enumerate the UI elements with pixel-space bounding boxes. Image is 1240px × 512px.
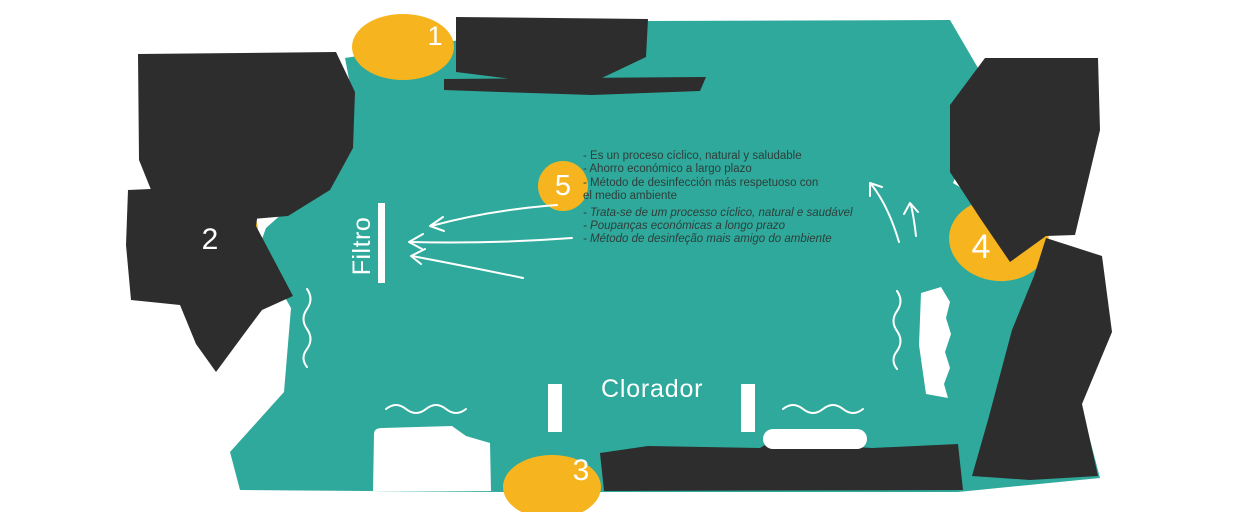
benefit-line-es-2: - Ahorro económico a largo plazo <box>583 163 752 176</box>
step-badge-1 <box>352 14 454 80</box>
curved-arrow-up-icon <box>869 182 919 243</box>
redacted-text-blob-right <box>972 238 1112 480</box>
benefit-line-pt-1: - Trata-se de um processo cíclico, natur… <box>583 206 853 219</box>
filter-bar <box>378 203 385 283</box>
benefit-line-es-1: - Es un proceso cíclico, natural y salud… <box>583 150 802 162</box>
chlorinator-pillar-left <box>548 384 562 432</box>
benefit-line-pt-2: - Poupanças económicas a longo prazo <box>583 220 786 233</box>
filter-label: Filtro <box>348 216 376 276</box>
step-number-3: 3 <box>572 454 590 487</box>
step-number-4: 4 <box>971 228 991 266</box>
curved-arrow-left-icon <box>408 204 573 279</box>
redacted-text-blob-step1-title <box>456 17 648 86</box>
step-number-1: 1 <box>427 21 443 51</box>
chlorinator-label: Clorador <box>601 375 704 403</box>
step-number-2: 2 <box>201 223 219 256</box>
white-pill-shape <box>763 429 867 449</box>
benefit-line-es-3: - Método de desinfección más respetuoso … <box>583 176 819 189</box>
redacted-text-blob-top-right <box>950 58 1100 262</box>
white-column-shape <box>919 287 951 398</box>
benefit-line-pt-3: - Método de desinfeção mais amigo do amb… <box>583 233 832 246</box>
wave-line-icon <box>385 404 864 414</box>
benefit-line-es-4: el medio ambiente <box>583 190 677 203</box>
redacted-text-blob-step2 <box>126 184 293 372</box>
benefits-text-block: - Es un proceso cíclico, natural y salud… <box>583 150 893 247</box>
chlorinator-pillar-right <box>741 384 755 432</box>
redacted-text-blob-step3 <box>600 442 963 491</box>
step-badge-5 <box>538 161 588 211</box>
squiggle-vertical-icon <box>302 288 902 370</box>
teal-background-shape <box>230 20 1110 492</box>
step-badge-3 <box>503 455 601 512</box>
step-number-5: 5 <box>554 170 572 202</box>
redacted-text-blob-step1-subtitle <box>444 77 706 95</box>
white-box-shape <box>373 426 491 491</box>
redacted-text-blob-top-left <box>138 52 355 220</box>
